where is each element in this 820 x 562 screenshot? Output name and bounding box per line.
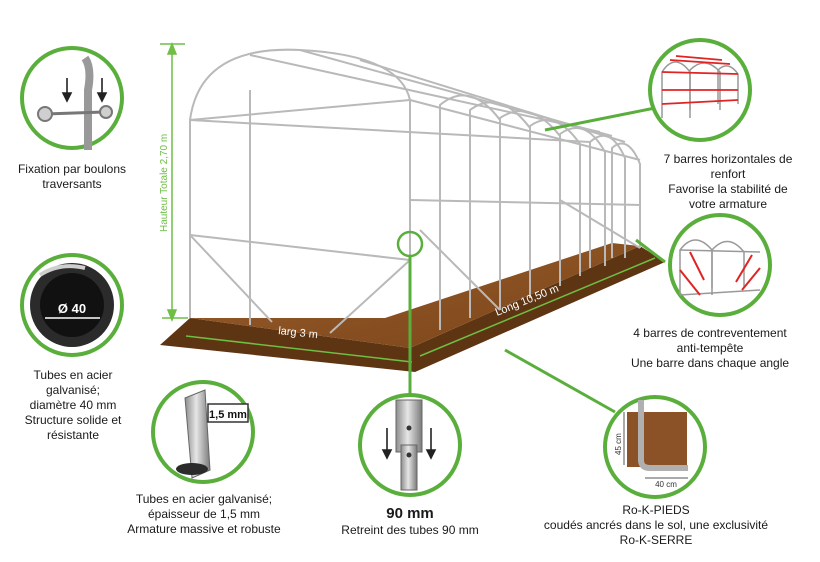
- greenhouse-frame: [189, 48, 641, 348]
- bracing-callout-circle: [668, 213, 772, 317]
- feet-vertical-dim: 45 cm: [614, 433, 623, 455]
- down-arrow-icon: [381, 428, 437, 460]
- detail-marker-circle: [396, 230, 424, 258]
- tube-reduction-caption: 90 mm Retreint des tubes 90 mm: [305, 505, 515, 538]
- feet-callout-circle: 45 cm 40 cm: [603, 395, 707, 499]
- tube-diameter-callout-circle: Ø 40: [20, 253, 124, 357]
- tube-thickness-caption: Tubes en acier galvanisé; épaisseur de 1…: [127, 492, 281, 536]
- width-label: larg 3 m: [278, 325, 319, 341]
- connector-lines: [408, 106, 666, 414]
- dimension-lines: [160, 41, 656, 363]
- bolts-callout-circle: [20, 46, 124, 150]
- diameter-badge: Ø 40: [58, 301, 86, 316]
- horizontal-bars-caption: 7 barres horizontales de renfort Favoris…: [663, 152, 793, 211]
- thickness-badge: 1,5 mm: [209, 409, 247, 421]
- tube-diameter-caption: Tubes en acier galvanisé; diamètre 40 mm…: [24, 368, 122, 442]
- bolts-caption: Fixation par boulons traversants: [17, 162, 127, 191]
- down-arrow-icon: [61, 78, 108, 103]
- tube-thickness-callout-circle: 1,5 mm: [151, 380, 255, 484]
- greenhouse-floor: [160, 243, 665, 372]
- horizontal-bars-callout-circle: [648, 38, 752, 142]
- feet-caption: Ro-K-PIEDS coudés ancrés dans le sol, un…: [543, 503, 769, 547]
- feet-horizontal-dim: 40 cm: [655, 480, 677, 489]
- tube-reduction-title: 90 mm: [386, 505, 434, 522]
- tube-reduction-callout-circle: [358, 393, 462, 497]
- height-label: Hauteur Totale 2,70 m: [159, 134, 170, 232]
- bracing-caption: 4 barres de contreventement anti-tempête…: [630, 326, 790, 370]
